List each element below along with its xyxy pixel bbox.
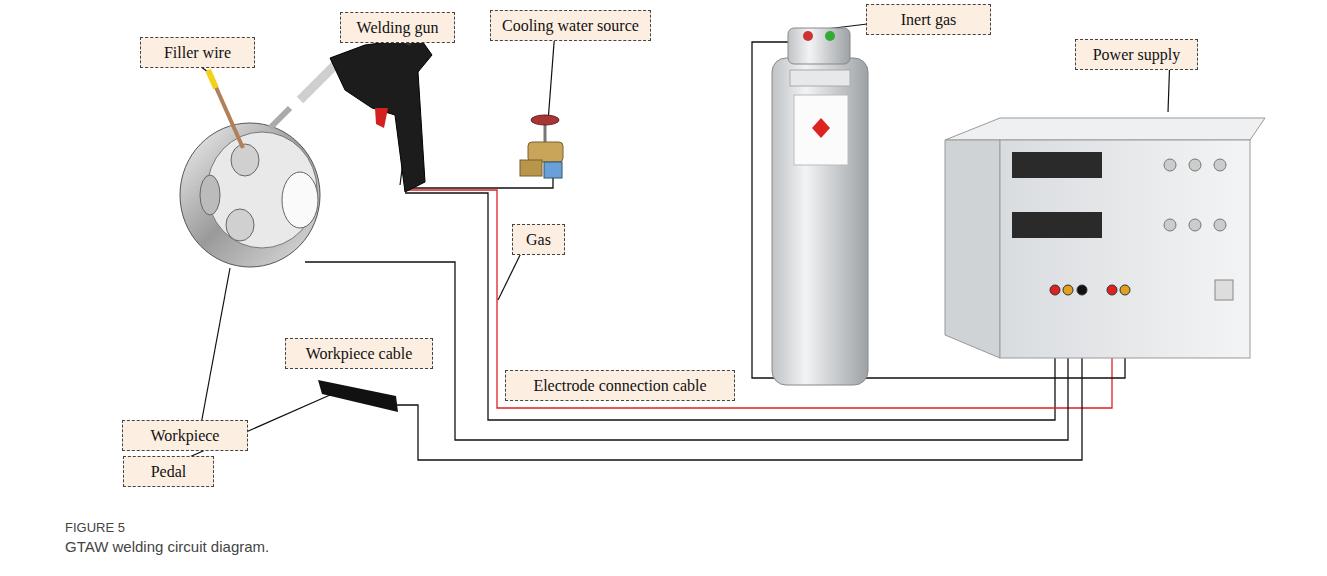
part-label: Electrode connection cable [516,375,724,396]
part-label: Gas [523,229,554,250]
part-label: Welding gun [351,17,444,38]
part-label: Pedal [134,461,203,482]
label-box: Pedal [123,456,214,487]
pedal-drawing [318,380,398,412]
label-box: Workpiece cable [285,338,433,369]
part-label: Cooling water source [501,15,640,36]
gas-cylinder-drawing [772,28,868,385]
part-label: Workpiece [133,425,237,446]
label-box: Welding gun [340,12,455,43]
figure-caption: GTAW welding circuit diagram. [65,538,269,555]
welding-gun-drawing [270,28,432,192]
label-box: Gas [512,224,565,255]
label-box: Cooling water source [490,10,651,41]
label-box: Electrode connection cable [505,370,735,401]
label-box: Filler wire [140,37,255,68]
label-box: Power supply [1075,39,1198,70]
label-box: Inert gas [866,4,991,35]
part-label: Filler wire [151,42,244,63]
workpiece-drawing [180,123,320,267]
part-label: Power supply [1086,44,1187,65]
valve-drawing [520,115,563,178]
power-supply-drawing [945,118,1265,358]
figure-number: FIGURE 5 [65,520,125,535]
part-label: Inert gas [877,9,980,30]
label-box: Workpiece [122,420,248,451]
filler-wire-drawing [208,70,243,148]
part-label: Workpiece cable [296,343,422,364]
